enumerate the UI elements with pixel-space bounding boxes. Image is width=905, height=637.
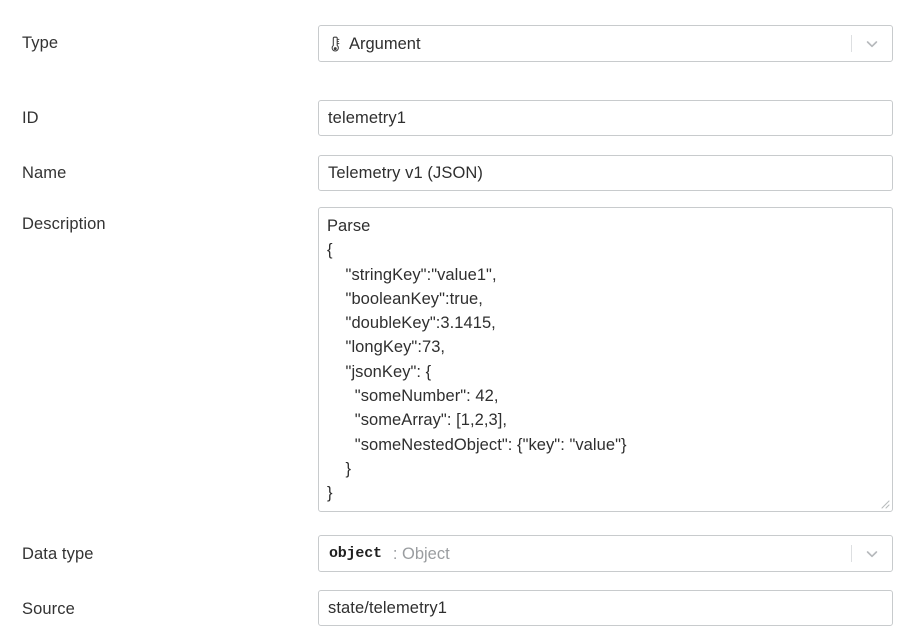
id-input[interactable]: telemetry1 <box>318 100 893 136</box>
field-label-description: Description <box>22 215 106 233</box>
type-select-divider <box>851 35 852 52</box>
description-textarea[interactable]: Parse { "stringKey":"value1", "booleanKe… <box>318 207 893 512</box>
data-type-code: object <box>329 544 382 562</box>
field-label-id: ID <box>22 109 39 127</box>
field-label-type: Type <box>22 34 59 52</box>
chevron-down-icon[interactable] <box>863 545 881 563</box>
form-row-id: ID telemetry1 <box>0 100 905 136</box>
type-select-label: Argument <box>349 34 421 53</box>
data-type-select[interactable]: object : Object <box>318 535 893 572</box>
form-row-source: Source state/telemetry1 <box>0 590 905 626</box>
field-label-data-type: Data type <box>22 545 94 563</box>
name-input[interactable]: Telemetry v1 (JSON) <box>318 155 893 191</box>
data-type-select-divider <box>851 545 852 562</box>
field-label-name: Name <box>22 164 67 182</box>
data-type-suffix: : Object <box>392 544 450 563</box>
type-select-value: Argument <box>329 34 421 54</box>
chevron-down-icon[interactable] <box>863 35 881 53</box>
description-textarea-value: Parse { "stringKey":"value1", "booleanKe… <box>327 217 627 503</box>
source-input-value: state/telemetry1 <box>328 599 447 617</box>
data-type-select-value: object : Object <box>329 544 450 564</box>
source-input[interactable]: state/telemetry1 <box>318 590 893 626</box>
field-label-source: Source <box>22 600 75 618</box>
id-input-value: telemetry1 <box>328 109 407 127</box>
thermometer-icon <box>329 36 342 53</box>
resize-grip-icon[interactable] <box>877 496 890 509</box>
type-select[interactable]: Argument <box>318 25 893 62</box>
form-row-type: Type Argument <box>0 25 905 62</box>
form-row-description: Description Parse { "stringKey":"value1"… <box>0 207 905 512</box>
form-row-name: Name Telemetry v1 (JSON) <box>0 155 905 191</box>
form-row-data-type: Data type object : Object <box>0 535 905 572</box>
name-input-value: Telemetry v1 (JSON) <box>328 164 484 182</box>
